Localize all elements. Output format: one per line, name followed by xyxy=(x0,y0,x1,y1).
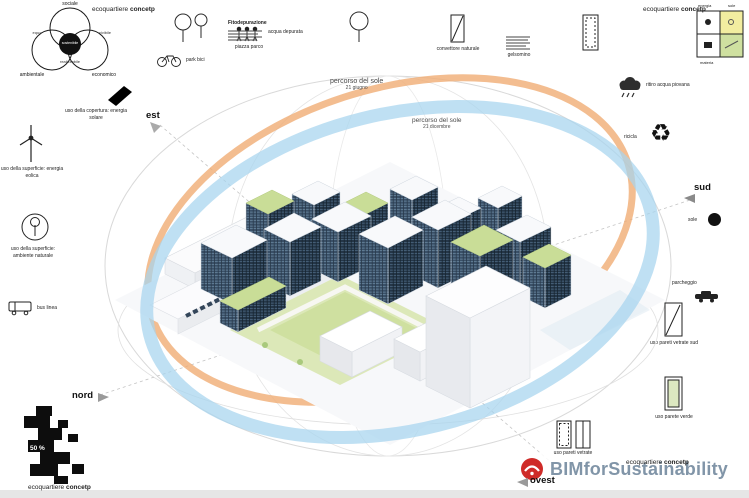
roof-solar-label: uso della copertura: energia solare xyxy=(65,108,127,121)
grid-sun-label: sole xyxy=(728,3,736,8)
brand-top-right: ecoquartiere concetp xyxy=(643,6,706,13)
rain-cloud-icon xyxy=(616,76,644,100)
venn-label-sustainable: sostenibile xyxy=(61,41,79,45)
convector-door-icon xyxy=(450,14,466,44)
park-trees-icon xyxy=(172,10,212,46)
green-wall-label: uso parete verde xyxy=(655,414,693,420)
bim-logo-icon xyxy=(521,458,543,480)
sun-path-summer-label: percorso del sole 21 giugno xyxy=(330,78,384,91)
grid-matter-label: materia xyxy=(700,60,714,65)
convector-label: convettore naturale xyxy=(436,46,480,52)
est-arrow-icon xyxy=(150,122,162,134)
bottom-strip xyxy=(0,490,749,498)
brand-bottom-left: ecoquartiere concetp xyxy=(28,484,91,491)
watermark-text: BIMforSustainability xyxy=(550,458,729,479)
vented-window-icon xyxy=(582,14,600,52)
compass-nord: nord xyxy=(72,390,94,401)
nord-arrow-icon xyxy=(98,393,110,403)
glass-south-door-icon xyxy=(664,302,684,338)
brand-top-left: ecoquartiere concetp xyxy=(92,6,155,13)
brand-bottom-right: ecoquartiere concetp xyxy=(626,459,689,466)
sun-path-winter-arc xyxy=(140,99,660,445)
nature-label: uso della superficie: ambiente naturale xyxy=(10,246,56,259)
venn-label-social: sociale xyxy=(62,1,78,7)
venn-circles xyxy=(31,7,109,71)
bus-icon xyxy=(8,300,34,316)
compass-ovest: ovest xyxy=(530,475,555,486)
sud-arrow-icon xyxy=(684,194,696,204)
venn-label-vivibile: vivibile xyxy=(98,30,111,35)
glass-south-label: uso pareti vetrate sud xyxy=(649,340,699,346)
parking-label: parcheggio xyxy=(672,280,697,286)
single-tree-icon xyxy=(344,10,374,44)
sustainability-venn-diagram: sociale ambientale economico equo vivibi… xyxy=(8,1,134,88)
glass-walls-windows-icon xyxy=(556,420,592,450)
sun-icon xyxy=(708,213,721,226)
ovest-arrow-icon xyxy=(517,478,529,488)
venn-label-realizzabile: realizzabile xyxy=(59,59,80,64)
white-front-towers xyxy=(319,265,531,409)
glass-walls-label: uso pareti vetrate xyxy=(553,450,593,456)
green-wall-door-icon xyxy=(664,376,684,412)
grid-energy-label: energia xyxy=(698,3,712,8)
rain-label: ritiro acqua piovana xyxy=(646,82,690,88)
compass-est: est xyxy=(146,110,160,121)
roof-solar-icon xyxy=(108,84,134,108)
watermark-bar: BIMforSustainability xyxy=(510,454,749,484)
site-coverage-plan: 50 % xyxy=(24,406,88,486)
wind-turbine-icon xyxy=(16,122,46,164)
nature-tree-icon xyxy=(20,212,50,242)
phyto-block: Fitodepurazione acqua depurata xyxy=(228,20,303,43)
venn-label-equo: equo xyxy=(32,30,42,35)
sun-label: sole xyxy=(688,217,698,223)
recycle-icon: ♻ xyxy=(650,120,672,147)
resource-matrix-icon xyxy=(696,10,744,58)
jasmine-label: gelsomino xyxy=(507,52,531,58)
phyto-layers-icon xyxy=(228,30,262,40)
venn-label-economy: economico xyxy=(91,72,117,78)
compass-sud: sud xyxy=(694,182,711,193)
jasmine-lines-icon xyxy=(506,36,532,50)
coverage-percent: 50 % xyxy=(30,445,45,452)
bike-label: park bici xyxy=(186,57,205,63)
glazed-towers xyxy=(200,175,572,333)
wind-label: uso della superficie: energia eolica xyxy=(0,166,64,179)
car-icon xyxy=(694,290,720,303)
venn-label-environment: ambientale xyxy=(19,72,45,78)
phyto-title: Fitodepurazione xyxy=(228,20,267,26)
bus-label: bus linea xyxy=(37,305,58,311)
recycle-label: ricicla xyxy=(624,134,637,140)
sun-path-winter-label: percorso del sole 21 dicembre xyxy=(412,117,462,130)
bike-icon xyxy=(156,52,184,68)
phyto-sub-label: acqua depurata xyxy=(268,28,303,35)
park-people-label: piazza parco xyxy=(234,44,264,50)
